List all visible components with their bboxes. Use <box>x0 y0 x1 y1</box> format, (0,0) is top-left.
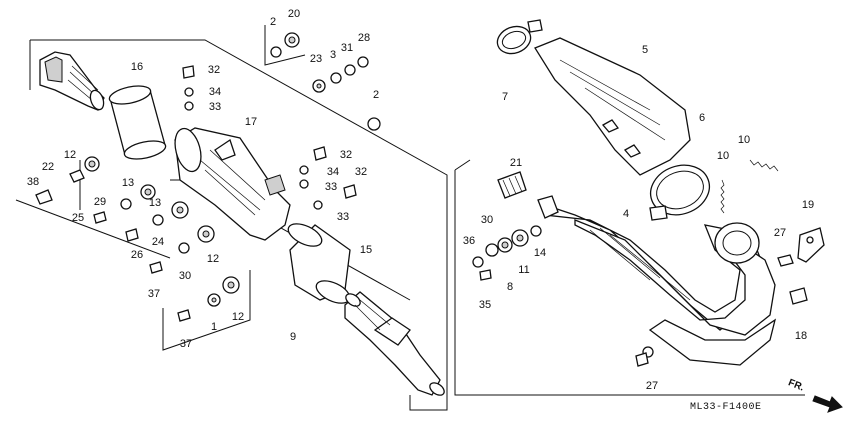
silencer-body-17 <box>174 127 291 241</box>
callout-5: 5 <box>642 44 648 56</box>
callout-32: 32 <box>208 64 220 76</box>
callout-12: 12 <box>207 253 219 265</box>
left-hardware <box>35 156 240 322</box>
callout-33: 33 <box>337 211 349 223</box>
silencer-packing-16 <box>108 85 167 160</box>
expansion-chamber-4 <box>537 195 794 366</box>
callout-32: 32 <box>340 149 352 161</box>
silencer-packing-15 <box>287 223 351 304</box>
top-hardware <box>182 32 381 210</box>
callout-12: 12 <box>64 149 76 161</box>
callout-19: 19 <box>802 199 814 211</box>
callout-27: 27 <box>646 380 658 392</box>
callout-labels: 1 2 2 3 4 5 6 7 8 9 10 10 11 12 12 12 13… <box>27 8 814 392</box>
callout-20: 20 <box>288 8 300 20</box>
diagram-code: ML33-F1400E <box>690 402 762 413</box>
callout-29: 29 <box>94 196 106 208</box>
callout-34: 34 <box>327 166 339 178</box>
silencer-end-cap <box>39 51 105 111</box>
callout-13: 13 <box>122 177 134 189</box>
callout-4: 4 <box>623 208 629 220</box>
callout-16: 16 <box>131 61 143 73</box>
callout-12: 12 <box>232 311 244 323</box>
band-6 <box>649 164 711 221</box>
callout-3: 3 <box>330 49 336 61</box>
callout-17: 17 <box>245 116 257 128</box>
callout-30: 30 <box>179 270 191 282</box>
callout-9: 9 <box>290 331 296 343</box>
callout-33: 33 <box>325 181 337 193</box>
callout-26: 26 <box>131 249 143 261</box>
callout-6: 6 <box>699 112 705 124</box>
callout-38: 38 <box>27 176 39 188</box>
callout-15: 15 <box>360 244 372 256</box>
callout-27: 27 <box>774 227 786 239</box>
callout-21: 21 <box>510 157 522 169</box>
silencer-inner-pipe-9 <box>344 291 445 396</box>
callout-18: 18 <box>795 330 807 342</box>
callout-22: 22 <box>42 161 54 173</box>
band-clamp-7 <box>496 19 543 55</box>
callout-23: 23 <box>310 53 322 65</box>
callout-35: 35 <box>479 299 491 311</box>
callout-8: 8 <box>507 281 513 293</box>
heat-shield-5 <box>534 37 691 176</box>
springs-10 <box>720 159 779 214</box>
callout-34: 34 <box>209 86 221 98</box>
callout-2: 2 <box>373 89 379 101</box>
callout-14: 14 <box>534 247 546 259</box>
callout-36: 36 <box>463 235 475 247</box>
callout-1: 1 <box>211 321 217 333</box>
callout-37: 37 <box>148 288 160 300</box>
callout-33: 33 <box>209 101 221 113</box>
callout-32: 32 <box>355 166 367 178</box>
callout-25: 25 <box>72 212 84 224</box>
front-direction-arrow <box>812 395 843 413</box>
callout-37: 37 <box>180 338 192 350</box>
pipe-group-frame <box>454 159 805 396</box>
callout-7: 7 <box>502 91 508 103</box>
callout-10: 10 <box>738 134 750 146</box>
callout-10: 10 <box>717 150 729 162</box>
callout-24: 24 <box>152 236 164 248</box>
callout-31: 31 <box>341 42 353 54</box>
right-hardware <box>472 171 825 367</box>
callout-30: 30 <box>481 214 493 226</box>
callout-11: 11 <box>518 264 529 276</box>
callout-13: 13 <box>149 197 161 209</box>
callout-2: 2 <box>270 16 276 28</box>
callout-28: 28 <box>358 32 370 44</box>
